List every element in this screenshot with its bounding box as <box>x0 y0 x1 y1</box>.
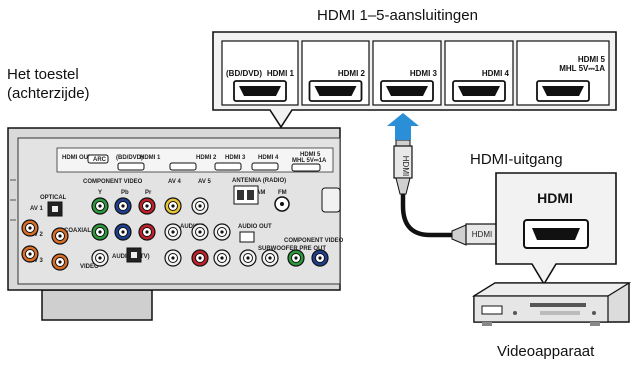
panel-av5-label: AV 5 <box>198 179 212 185</box>
rca-jack <box>21 245 39 263</box>
cable-label-right: HDMI <box>472 230 492 239</box>
rca-jack <box>191 249 209 267</box>
panel-hdmi2-label: HDMI 2 <box>196 155 217 161</box>
rca-jack <box>261 249 279 267</box>
panel-audio-out-label: AUDIO OUT <box>238 224 272 230</box>
rca-jack <box>213 249 231 267</box>
rca-jack <box>138 223 156 241</box>
panel-antenna-label: ANTENNA (RADIO) <box>232 178 286 184</box>
panel-y-label: Y <box>98 190 102 196</box>
device-caption-line2: (achterzijde) <box>7 85 90 102</box>
rca-jack <box>164 249 182 267</box>
rca-jack <box>138 197 156 215</box>
panel-av1-label: AV 1 <box>30 206 44 212</box>
panel-hdmi1-label: HDMI 1 <box>140 155 161 161</box>
panel-coaxial-label: COAXIAL <box>64 228 91 234</box>
rca-jack <box>213 223 231 241</box>
rca-jack <box>21 219 39 237</box>
panel-bd-dvd-label: (BD/DVD) <box>116 155 143 161</box>
panel-av3-label: AV 3 <box>30 258 44 264</box>
rca-jack <box>164 197 182 215</box>
arrow-up <box>387 113 419 140</box>
panel-component-video-label: COMPONENT VIDEO <box>83 179 143 185</box>
panel-video-label: VIDEO <box>80 264 99 270</box>
panel-arc-label: ARC <box>93 157 107 163</box>
rca-jack <box>239 249 257 267</box>
callout-port-sublabel: (BD/DVD) <box>226 69 262 78</box>
rca-jack <box>51 227 69 245</box>
panel-av2-label: AV 2 <box>30 232 44 238</box>
panel-mhl-label: MHL 5V⎓1A <box>292 158 327 164</box>
panel-component-out-label: COMPONENT VIDEO <box>284 238 344 244</box>
callout-port-label: HDMI 5 <box>578 55 606 64</box>
hdmi-connectors-caption: HDMI 1–5-aansluitingen <box>317 7 478 24</box>
panel-hdmi4-label: HDMI 4 <box>258 155 279 161</box>
callout-port-label: HDMI 1 <box>267 69 295 78</box>
callout-hdmi-port-2: HDMI 2 <box>301 40 370 106</box>
rca-jack <box>91 249 109 267</box>
cable-plug-top-metal <box>395 139 411 147</box>
rca-jack <box>191 197 209 215</box>
rca-jack <box>191 223 209 241</box>
hdmi-output-caption: HDMI-uitgang <box>470 151 563 168</box>
callout-port-sublabel: MHL 5V⎓1A <box>559 64 605 73</box>
panel-hdmi5-label: HDMI 5 <box>300 152 321 158</box>
hdmi-cable: HDMI HDMI <box>393 139 505 246</box>
rca-jack <box>51 253 69 271</box>
callout-hdmi-port-4: HDMI 4 <box>444 40 514 106</box>
panel-optical-label: OPTICAL <box>40 195 67 201</box>
panel-fm-label: FM <box>278 190 287 196</box>
output-port-label: HDMI <box>537 190 573 206</box>
callout-port-label: HDMI 2 <box>338 69 366 78</box>
panel-hdmi-out-label: HDMI OUT <box>62 155 92 161</box>
callout-hdmi-port-1: HDMI 1 (BD/DVD) <box>221 40 299 106</box>
panel-subwoofer-label: SUBWOOFER PRE OUT <box>258 246 326 252</box>
panel-audio2-label: AUDIO 2 <box>180 224 205 230</box>
rca-jack <box>164 223 182 241</box>
panel-pb-label: Pb <box>121 190 129 196</box>
callout-hdmi-port-3: HDMI 3 <box>372 40 442 106</box>
panel-pr-label: Pr <box>145 190 152 196</box>
rca-jack <box>311 249 329 267</box>
receiver-rear-panel: HDMI OUT ARC (BD/DVD) HDMI 1 HDMI 2 HDMI… <box>7 127 344 321</box>
rca-jack <box>91 197 109 215</box>
cable-label-top: HDMI <box>401 156 410 176</box>
video-device <box>471 282 631 326</box>
panel-am-label: AM <box>256 190 265 196</box>
rca-jack <box>287 249 305 267</box>
receiver-foot <box>41 289 153 321</box>
device-caption-line1: Het toestel <box>7 66 79 83</box>
callout-port-label: HDMI 4 <box>482 69 510 78</box>
hdmi-terminals-callout: HDMI 1 (BD/DVD) HDMI 2 HDMI 3 HDMI 4 HDMI 5MH… <box>212 31 617 129</box>
callout-port-label: HDMI 3 <box>410 69 438 78</box>
hdmi-output-callout: HDMI <box>495 172 617 286</box>
rca-jack <box>91 223 109 241</box>
rca-jack <box>114 223 132 241</box>
rca-jack <box>114 197 132 215</box>
video-device-caption: Videoapparaat <box>497 343 595 360</box>
panel-av4-label: AV 4 <box>168 179 182 185</box>
panel-hdmi3-label: HDMI 3 <box>225 155 246 161</box>
